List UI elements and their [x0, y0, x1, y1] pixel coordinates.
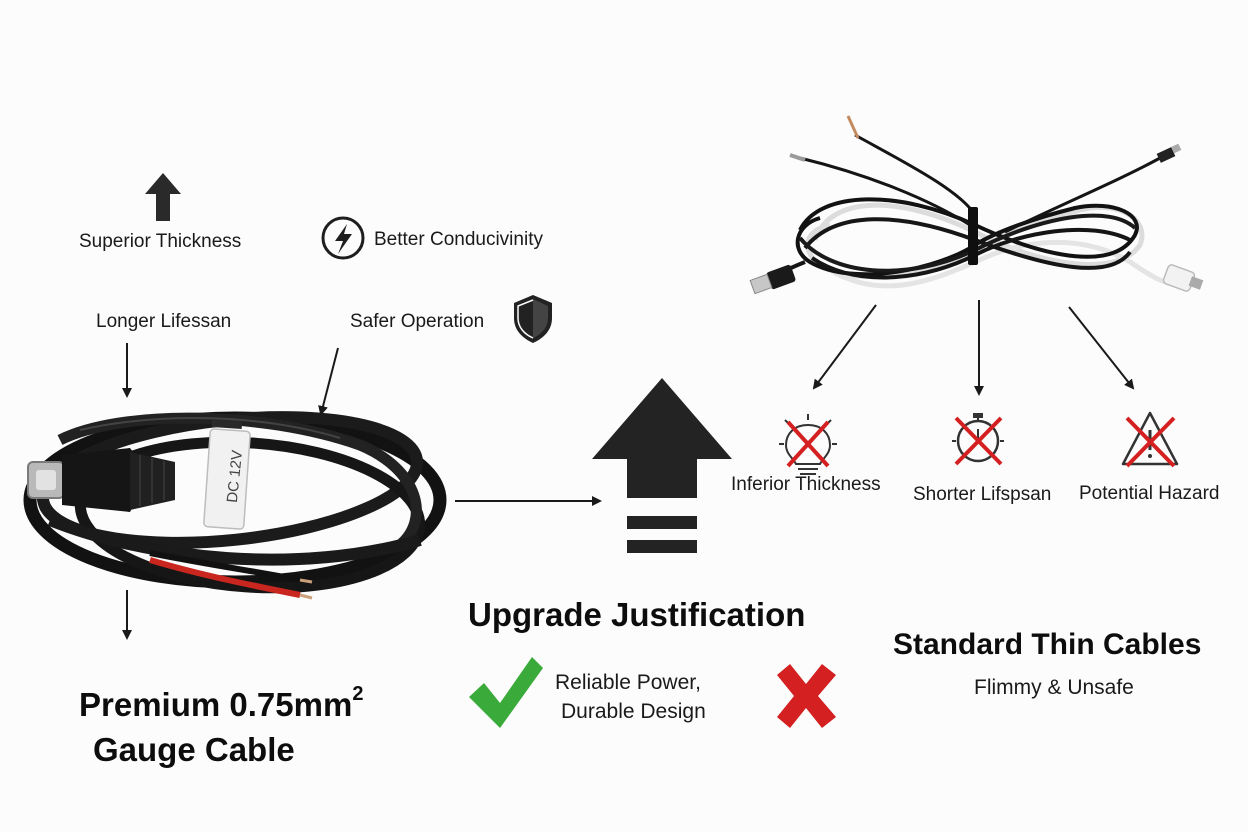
premium-title: Premium 0.75mm2	[79, 683, 364, 724]
drawback-shorter-lifespan: Shorter Lifspsan	[913, 484, 1052, 505]
drawback-inferior-thickness: Inferior Thickness	[731, 474, 881, 495]
feature-longer-lifespan: Longer Lifessan	[96, 311, 232, 332]
premium-title-line1: Premium 0.75mm	[79, 686, 353, 723]
safety-down-arrow	[318, 347, 339, 416]
premium-title-line2: Gauge Cable	[93, 731, 295, 768]
crossed-stopwatch-icon	[952, 413, 1004, 466]
up-arrow-icon	[145, 173, 181, 221]
thickness-diag-arrow	[812, 304, 877, 390]
hazard-diag-arrow	[1068, 306, 1135, 390]
feature-safer-operation: Safer Operation	[350, 311, 485, 332]
red-x-icon	[777, 664, 836, 728]
premium-cable-image	[23, 411, 447, 600]
premium-title-superscript: 2	[352, 683, 364, 705]
standard-title: Standard Thin Cables	[893, 628, 1202, 661]
feature-better-conductivity: Better Conducivinity	[374, 229, 543, 250]
green-check-icon	[469, 657, 543, 728]
crossed-warning-icon	[1121, 411, 1179, 468]
drawback-potential-hazard: Potential Hazard	[1079, 483, 1220, 504]
lightning-circle-icon	[321, 216, 365, 260]
standard-cable-image	[749, 115, 1204, 295]
upgrade-arrow-icon	[592, 378, 732, 553]
feature-superior-thickness: Superior Thickness	[79, 231, 242, 252]
crossed-bulb-icon	[779, 414, 837, 475]
upgrade-justification-title: Upgrade Justification	[468, 596, 806, 633]
benefit-line2: Durable Design	[561, 700, 706, 723]
benefit-line1: Reliable Power,	[555, 671, 701, 694]
standard-subtitle: Flimmy & Unsafe	[974, 676, 1134, 699]
shield-icon	[514, 295, 552, 343]
